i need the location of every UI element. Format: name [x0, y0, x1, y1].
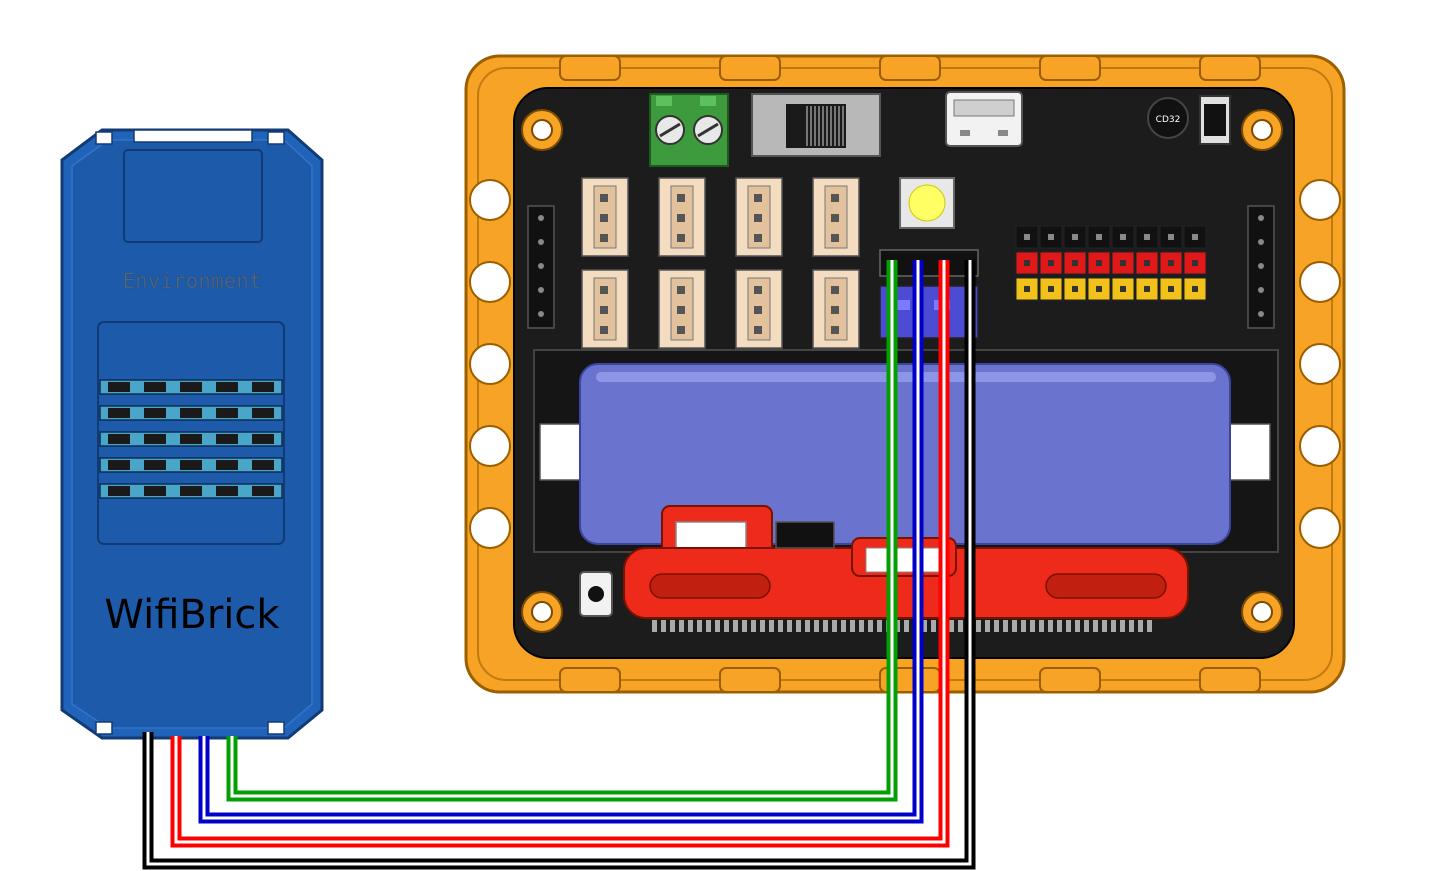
- wires: [142, 260, 976, 870]
- wifibrick-module[interactable]: Environment WifiBrick: [60, 128, 324, 740]
- jst-connector[interactable]: [658, 269, 706, 349]
- push-button[interactable]: [579, 571, 613, 617]
- diode: [1199, 95, 1231, 145]
- battery-holder: [533, 349, 1279, 553]
- reset-button: [775, 521, 835, 549]
- jst-connector[interactable]: [812, 177, 860, 257]
- led: [899, 177, 955, 229]
- wifibrick-label: WifiBrick: [104, 592, 280, 638]
- top-window: [123, 149, 263, 243]
- jst-connector[interactable]: [812, 269, 860, 349]
- jst-connector[interactable]: [581, 177, 629, 257]
- side-pin-headers[interactable]: [527, 205, 1275, 329]
- red-expansion-board[interactable]: [623, 505, 1189, 632]
- bottom-notch-right: [267, 721, 285, 735]
- cd32-label: CD32: [1156, 115, 1181, 125]
- environment-label: Environment: [122, 269, 261, 293]
- top-notch-right: [267, 131, 285, 145]
- top-connector: [133, 129, 253, 143]
- top-notch-left: [95, 131, 113, 145]
- mounting-holes: [521, 109, 1283, 633]
- cd32-capacitor: CD32: [1147, 97, 1189, 139]
- screw-terminal[interactable]: [649, 93, 729, 167]
- jst-connector[interactable]: [735, 269, 783, 349]
- bottom-notch-left: [95, 721, 113, 735]
- sensor-grille: [99, 379, 283, 499]
- jst-connector[interactable]: [735, 177, 783, 257]
- jst-connectors[interactable]: [581, 177, 860, 349]
- usb-port[interactable]: [945, 91, 1023, 147]
- power-switch[interactable]: [751, 93, 881, 157]
- controller-board[interactable]: CD32: [464, 54, 1346, 694]
- jst-connector[interactable]: [581, 269, 629, 349]
- servo-pin-header[interactable]: [1015, 225, 1207, 301]
- jst-connector[interactable]: [658, 177, 706, 257]
